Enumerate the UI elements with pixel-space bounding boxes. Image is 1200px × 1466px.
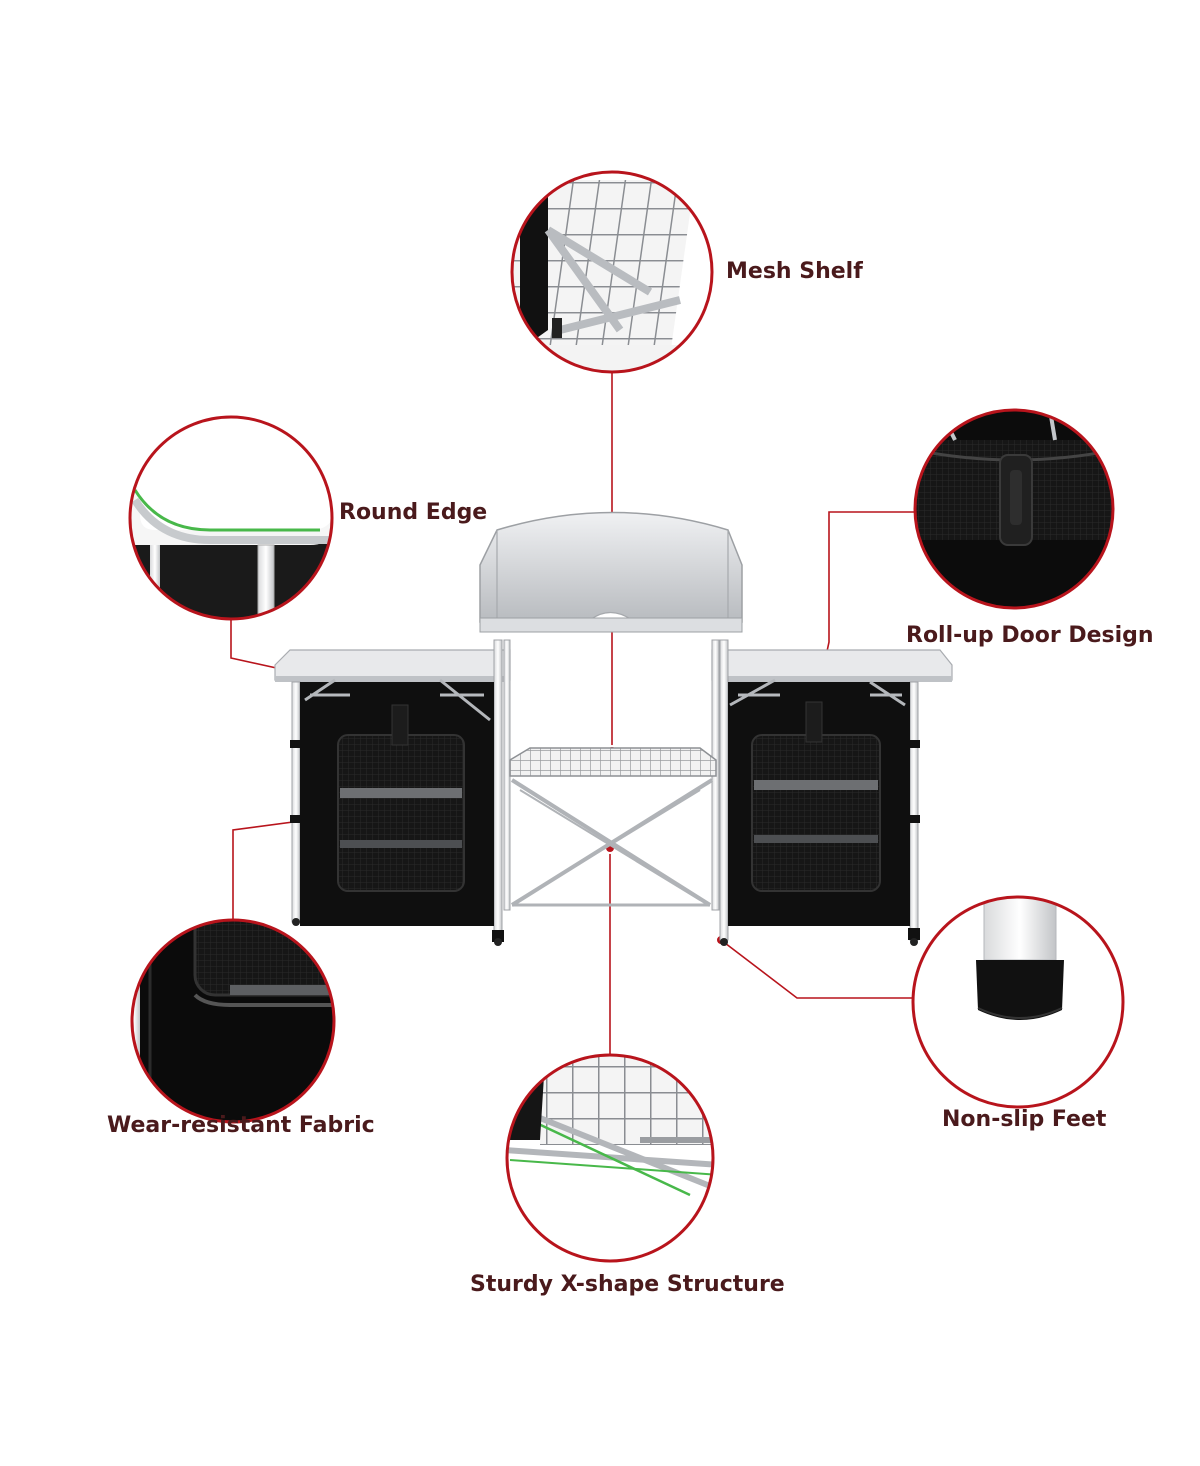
round-edge-detail-circle: [128, 415, 334, 621]
connector-lines: [230, 372, 915, 1055]
label-x-shape-structure: Sturdy X-shape Structure: [470, 1272, 785, 1297]
fabric-detail-circle: [130, 918, 336, 1124]
left-fabric-cabinet: [300, 682, 494, 926]
x-shape-detail-circle: [505, 1053, 715, 1263]
label-non-slip-feet: Non-slip Feet: [942, 1107, 1107, 1132]
camp-kitchen-table: [274, 511, 953, 946]
left-tabletop: [274, 649, 511, 681]
label-roll-up-door: Roll-up Door Design: [906, 623, 1154, 648]
right-fabric-cabinet: [728, 682, 910, 926]
center-x-frame: [510, 778, 714, 907]
non-slip-feet-detail-circle: [911, 895, 1125, 1109]
label-mesh-shelf: Mesh Shelf: [726, 259, 863, 284]
label-round-edge: Round Edge: [339, 500, 488, 525]
windscreen: [479, 511, 743, 623]
right-tabletop: [711, 649, 953, 681]
roll-up-door-detail-circle: [913, 408, 1115, 610]
connector-feet: [720, 939, 913, 999]
label-wear-resistant-fabric: Wear-resistant Fabric: [107, 1113, 375, 1138]
center-mesh-shelf: [509, 747, 717, 777]
mesh-shelf-detail-circle: [510, 170, 714, 374]
